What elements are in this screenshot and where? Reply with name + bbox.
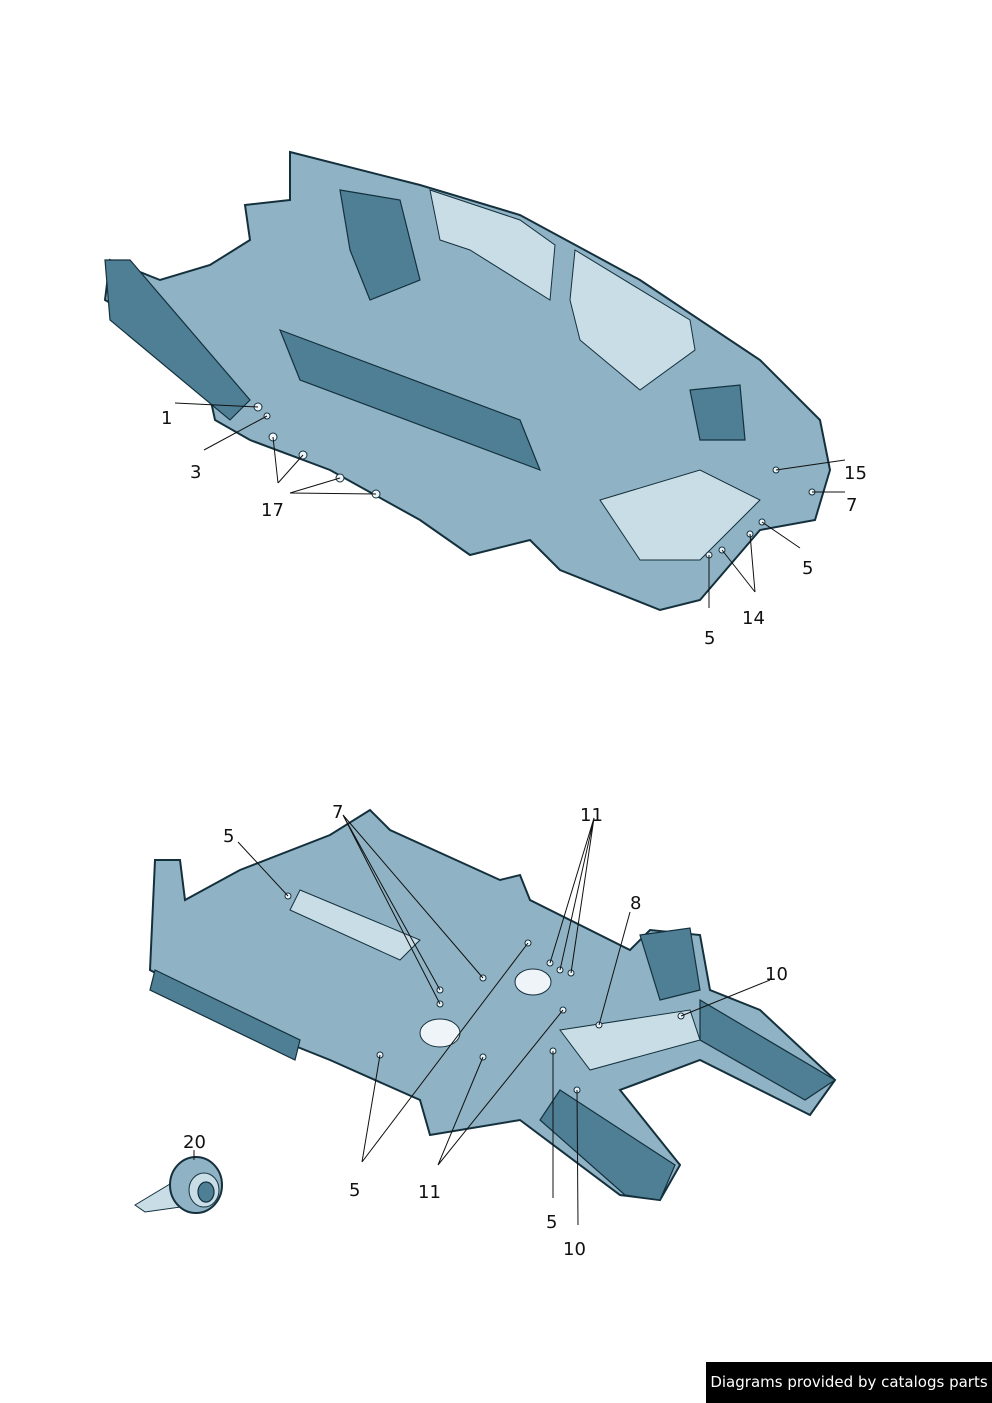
- callout-5-lower: 5: [546, 1212, 557, 1233]
- callout-7: 7: [332, 802, 343, 823]
- top-leader-lines: [174, 402, 846, 608]
- callout-14: 14: [742, 608, 765, 629]
- callout-11: 11: [580, 805, 603, 826]
- callout-3: 3: [190, 462, 201, 483]
- callout-15: 15: [844, 463, 867, 484]
- callout-20: 20: [183, 1132, 206, 1153]
- callout-5-lower: 5: [704, 628, 715, 649]
- callout-11-lower: 11: [418, 1182, 441, 1203]
- bottom-leader-lines: [193, 814, 771, 1226]
- callout-5-left: 5: [349, 1180, 360, 1201]
- callout-10: 10: [765, 964, 788, 985]
- callout-8: 8: [630, 893, 641, 914]
- callout-10-lower: 10: [563, 1239, 586, 1260]
- footer-credit: Diagrams provided by catalogs parts: [706, 1362, 992, 1403]
- callout-5: 5: [223, 826, 234, 847]
- callout-1: 1: [161, 408, 172, 429]
- callout-17: 17: [261, 500, 284, 521]
- floor-pan-illustration: [148, 808, 837, 1202]
- callout-5: 5: [802, 558, 813, 579]
- top-callout-labels: 1 3 17 15 7 5 14 5: [161, 408, 867, 649]
- callout-7: 7: [846, 495, 857, 516]
- tape-roll-illustration: [134, 1156, 223, 1214]
- body-shell-illustration: [103, 150, 832, 612]
- bottom-callout-labels: 5 7 11 8 10 5 11 5 10 20: [183, 802, 788, 1260]
